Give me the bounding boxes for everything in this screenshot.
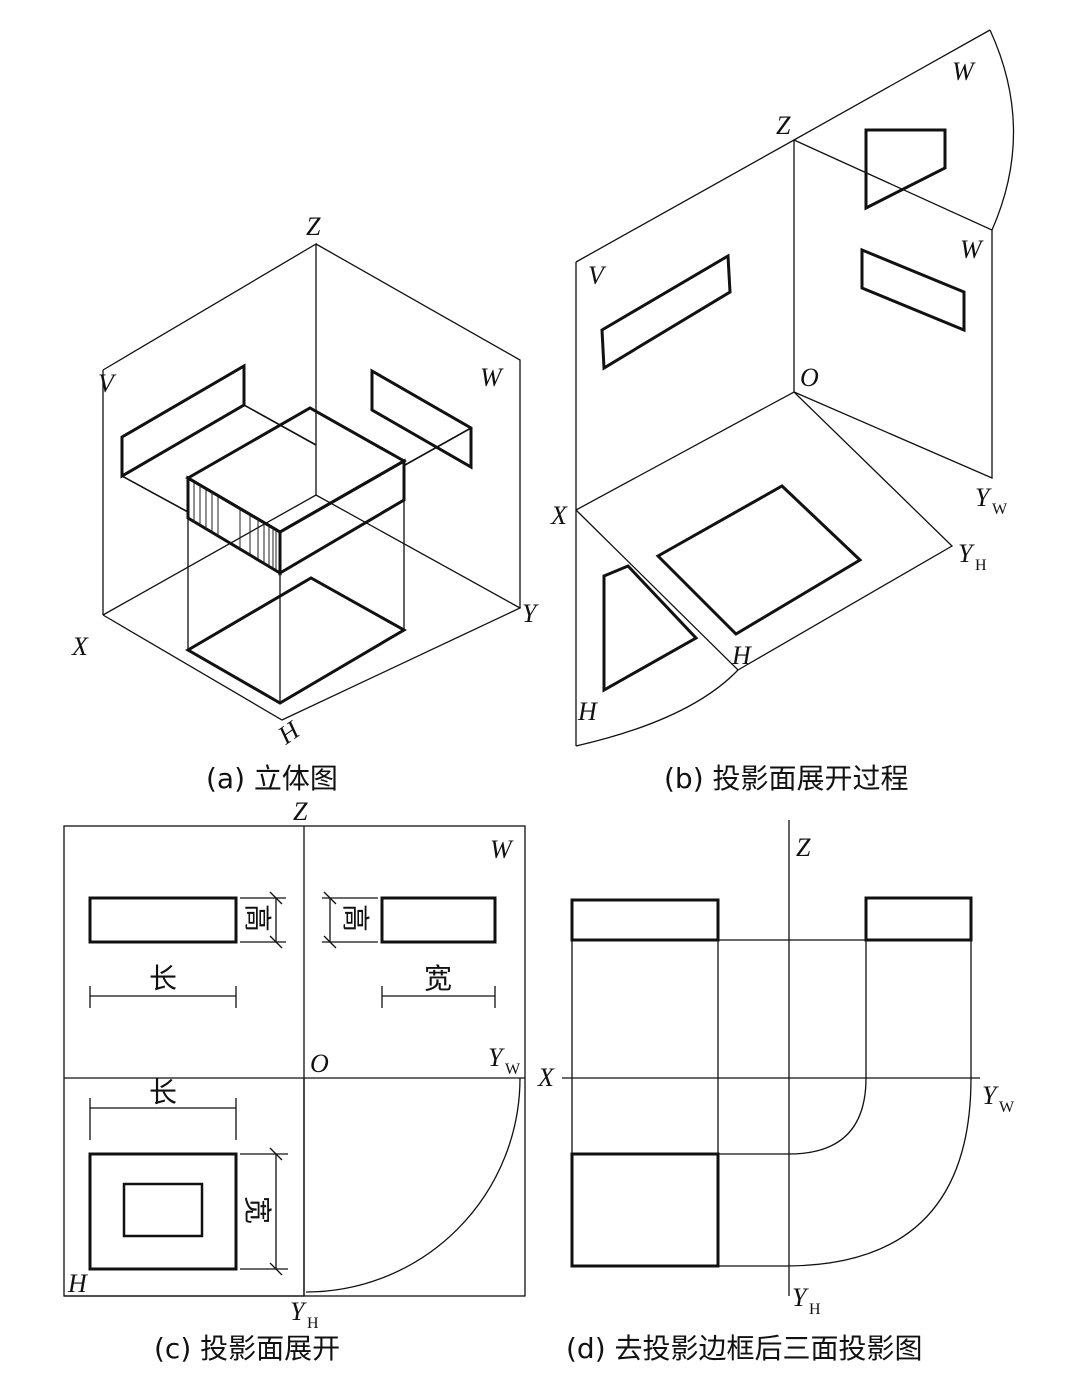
panel-c-caption: (c) 投影面展开 (154, 1332, 340, 1365)
panel-c-top-view-inner (122, 1182, 204, 1238)
panel-c-dim-width-bottom: 宽 (241, 1196, 274, 1224)
panel-a-hatching (193, 482, 277, 570)
panel-c-label-yh: Y H (290, 1297, 319, 1332)
panel-c-projections (88, 896, 497, 1271)
svg-text:Y: Y (982, 1081, 999, 1110)
panel-b-label-h-mid: H (731, 641, 752, 670)
panel-c-dim-height-left: 高 (241, 904, 274, 932)
svg-text:Y: Y (958, 539, 975, 568)
panel-d-label-z: Z (796, 833, 811, 862)
panel-a-v-projection (120, 363, 317, 513)
panel-c-arc (305, 1077, 521, 1293)
panel-c-dim-length-bottom: 长 (149, 1076, 177, 1109)
panel-d-three-views: Z X Y W Y H (d) 去投影边框后三面投影图 (537, 820, 1015, 1365)
svg-text:Y: Y (488, 1043, 505, 1072)
panel-b-unfolding: Z W W V O X Y W Y H H H (b) 投影面展开过程 (550, 29, 1015, 795)
svg-text:H: H (975, 557, 987, 574)
panel-b-frame (575, 29, 1015, 747)
panel-c-dim-length-top: 长 (149, 962, 177, 995)
panel-a-w-projection (370, 368, 473, 470)
panel-a-label-x: X (71, 632, 89, 661)
panel-a-label-v: V (98, 369, 117, 398)
panel-a-caption: (a) 立体图 (206, 762, 338, 795)
panel-c-dim-height-right: 高 (339, 904, 372, 932)
panel-b-label-w-top: W (952, 57, 976, 86)
svg-text:W: W (992, 501, 1008, 518)
panel-a-frame (102, 242, 522, 721)
panel-b-caption: (b) 投影面展开过程 (664, 762, 909, 795)
panel-b-projections (600, 128, 966, 693)
panel-a-label-z: Z (306, 212, 321, 241)
panel-b-label-o: O (800, 363, 819, 392)
panel-b-label-x: X (550, 501, 568, 530)
panel-a-3d-view: Z V W X Y H (a) 立体图 (71, 212, 539, 795)
panel-c-side-view (380, 896, 497, 944)
panel-c-label-w: W (490, 835, 514, 864)
panel-b-label-z: Z (776, 111, 791, 140)
panel-a-label-h: H (272, 715, 306, 751)
panel-d-label-x: X (537, 1063, 555, 1092)
svg-text:W: W (505, 1061, 521, 1078)
panel-b-label-yh: Y H (958, 539, 987, 574)
panel-b-label-yw: Y W (975, 483, 1008, 518)
svg-text:W: W (999, 1099, 1015, 1116)
panel-c-label-h: H (67, 1269, 88, 1298)
panel-c-label-yw: Y W (488, 1043, 521, 1078)
panel-c-label-z: Z (293, 797, 308, 826)
panel-b-label-v: V (588, 261, 607, 290)
svg-text:H: H (307, 1315, 319, 1332)
panel-d-front-view (570, 898, 720, 942)
panel-c-front-view (88, 896, 238, 944)
panel-d-projection-lines (571, 939, 972, 1267)
panel-d-axes (562, 820, 980, 1296)
panel-d-caption: (d) 去投影边框后三面投影图 (566, 1332, 923, 1365)
panel-b-label-h-low: H (577, 697, 598, 726)
svg-text:Y: Y (792, 1283, 809, 1312)
panel-a-solid-box (185, 406, 408, 576)
svg-text:Y: Y (975, 483, 992, 512)
panel-d-views (570, 896, 973, 1268)
panel-a-h-projection (185, 461, 408, 705)
panel-c-label-o: O (310, 1049, 329, 1078)
panel-a-label-w: W (480, 363, 504, 392)
panel-a-label-y: Y (522, 599, 539, 628)
panel-d-label-yh: Y H (792, 1283, 821, 1318)
panel-b-label-w-mid: W (960, 235, 984, 264)
svg-text:Y: Y (290, 1297, 307, 1326)
svg-text:H: H (809, 1301, 821, 1318)
panel-c-dimensions (89, 891, 496, 1276)
panel-d-top-view (570, 1152, 720, 1268)
panel-c-dim-width-right: 宽 (424, 962, 452, 995)
panel-d-side-view (864, 896, 973, 942)
panel-d-label-yw: Y W (982, 1081, 1015, 1116)
panel-c-top-view-outer (88, 1152, 238, 1271)
panel-c-unfolded: 高 高 长 宽 长 宽 Z W O Y W H Y H (c) 投影面展开 (63, 797, 526, 1365)
